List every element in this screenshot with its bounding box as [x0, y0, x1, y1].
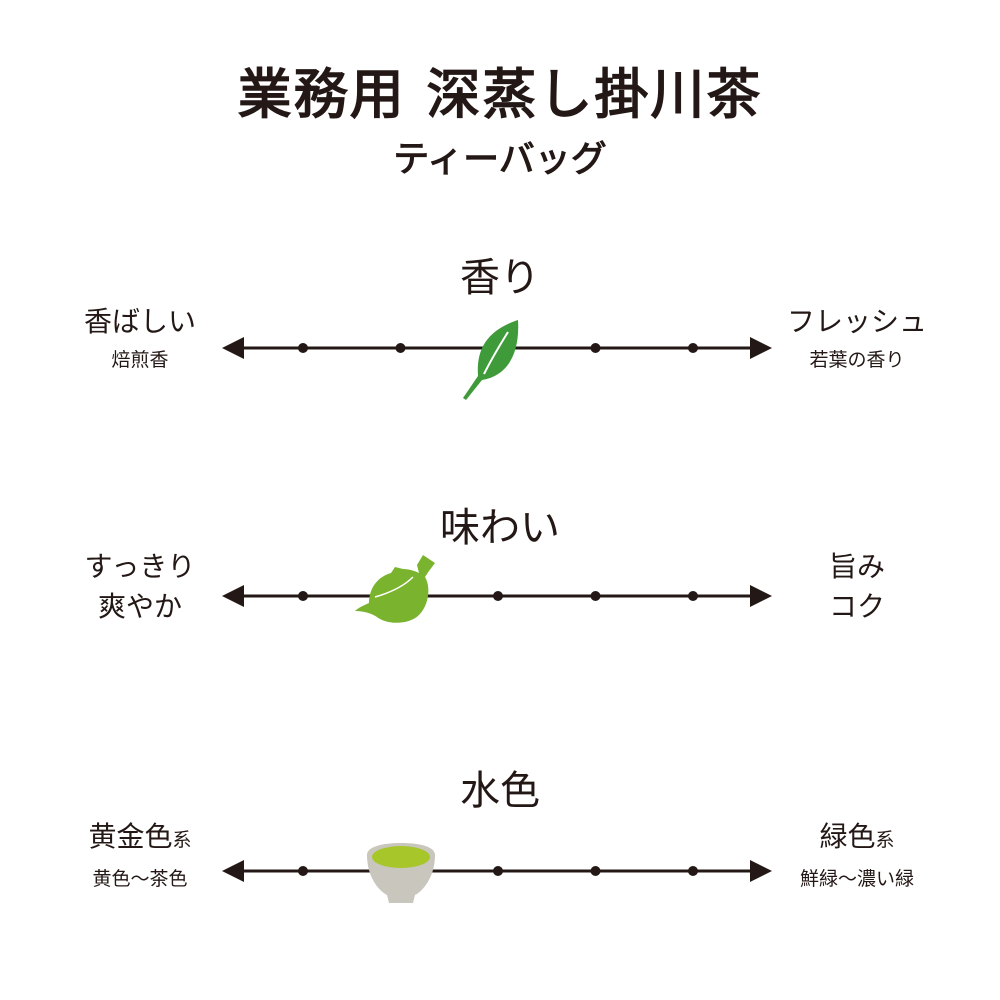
teapot-icon [353, 553, 448, 632]
arrow-right-icon [750, 337, 772, 359]
scale-dot [590, 343, 601, 353]
right-sub: 鮮緑〜濃い緑 [799, 867, 914, 890]
scale-title-color: 水色 [460, 768, 540, 814]
left-sub: 黄色〜茶色 [92, 867, 188, 890]
scale-dot [395, 343, 406, 353]
scale-dot [298, 591, 308, 601]
arrow-right-icon [750, 585, 772, 607]
right-sub: コク [828, 589, 885, 623]
scale-dot [688, 343, 698, 353]
arrow-left-icon [222, 585, 244, 607]
scale-right-label-taste: 旨み コク [757, 550, 957, 623]
scale-dot [688, 866, 698, 876]
scale-axis-color [222, 843, 772, 903]
arrow-left-icon [222, 860, 244, 882]
left-main: 黄金色 [88, 820, 173, 853]
scale-right-label-aroma: フレッシュ 若葉の香り [757, 305, 957, 372]
left-sub: 爽やか [97, 589, 182, 623]
page-title: 業務用 深蒸し掛川茶 [237, 62, 763, 126]
right-main: フレッシュ [786, 305, 927, 338]
scale-dot [493, 591, 503, 601]
leaf-icon [458, 318, 528, 412]
teacup-icon [361, 841, 441, 911]
right-sub: 若葉の香り [809, 348, 905, 371]
scale-dot [298, 866, 308, 876]
left-main: すっきり [84, 550, 196, 583]
scale-right-label-color: 緑色系 鮮緑〜濃い緑 [757, 820, 957, 891]
scale-title-aroma: 香り [460, 255, 540, 301]
scale-left-label-aroma: 香ばしい 焙煎香 [40, 305, 240, 372]
right-main: 緑色 [819, 820, 876, 853]
scale-dot [298, 343, 308, 353]
scale-title-taste: 味わい [440, 505, 560, 551]
left-sub: 焙煎香 [111, 348, 169, 371]
arrow-right-icon [750, 860, 772, 882]
scale-dot [590, 591, 601, 601]
scale-dot [590, 866, 601, 876]
scale-dot [688, 591, 698, 601]
right-suffix: 系 [875, 829, 895, 851]
axis-line-svg [222, 860, 772, 882]
page-subtitle: ティーバッグ [393, 138, 607, 180]
scale-left-label-taste: すっきり 爽やか [40, 550, 240, 623]
left-main: 香ばしい [83, 305, 196, 338]
scale-left-label-color: 黄金色系 黄色〜茶色 [40, 820, 240, 891]
scale-axis-taste [222, 555, 772, 623]
right-main: 旨み [828, 550, 885, 583]
axis-line-svg [222, 585, 772, 607]
scale-axis-aroma [222, 320, 772, 400]
scale-dot [493, 866, 503, 876]
arrow-left-icon [222, 337, 244, 359]
left-suffix: 系 [172, 829, 192, 851]
